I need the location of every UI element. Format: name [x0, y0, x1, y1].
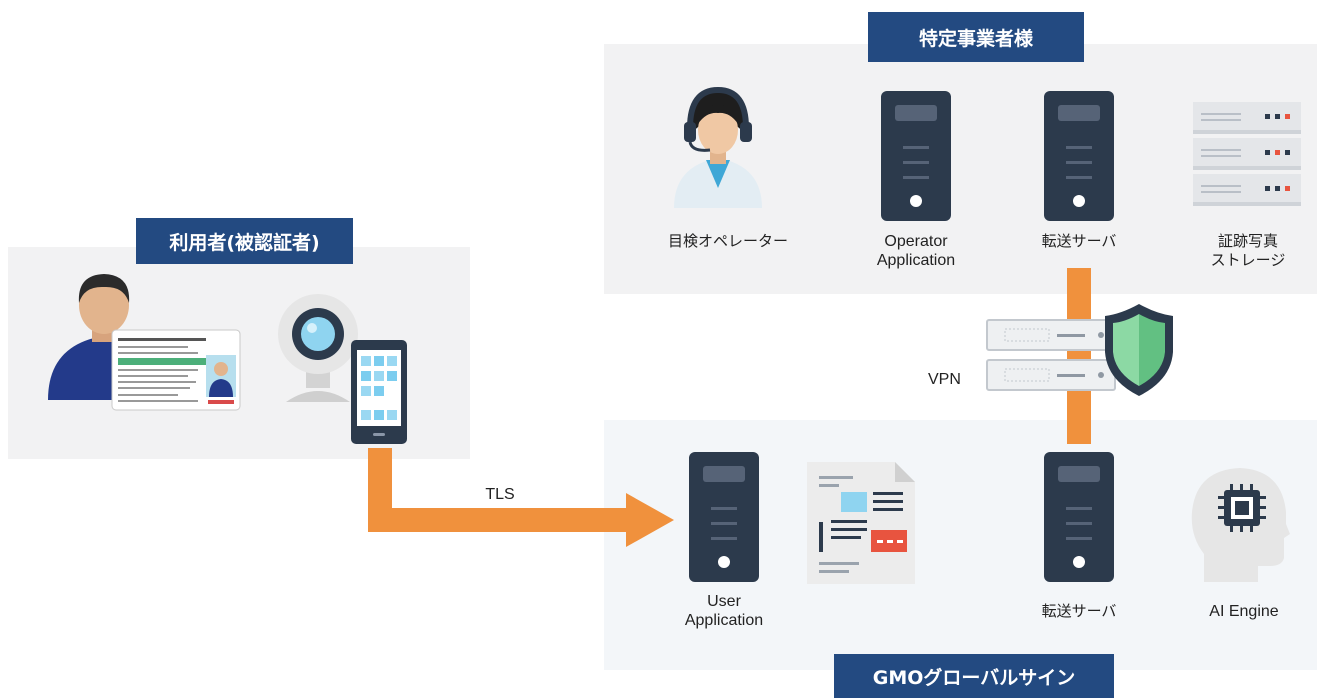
user-app-server-icon — [689, 452, 759, 582]
operator-app-label: Operator Application — [846, 232, 986, 270]
business-group-title: 特定事業者様 — [868, 12, 1084, 62]
storage-label-line1: 証跡写真 — [1217, 232, 1278, 250]
operator-app-label-line2: Application — [876, 252, 956, 269]
relay-server-top-icon — [1044, 91, 1114, 221]
tls-connector-horizontal — [368, 508, 630, 532]
relay-top-label: 転送サーバ — [1041, 232, 1117, 250]
tls-arrow-head — [626, 493, 674, 547]
tls-label: TLS — [485, 486, 515, 503]
user-person-icon — [48, 274, 241, 411]
user-group-title: 利用者(被認証者) — [136, 218, 353, 264]
vpn-connector — [1067, 268, 1091, 444]
vpn-appliance-icon — [986, 319, 1116, 391]
id-card-icon — [111, 329, 241, 411]
smartphone-icon — [351, 340, 407, 444]
user-app-label: User Application — [654, 592, 794, 630]
storage-label-line2: ストレージ — [1210, 251, 1286, 269]
vpn-label: VPN — [928, 371, 961, 388]
user-app-label-line1: User — [707, 593, 741, 610]
gmo-group-title: GMOグローバルサイン — [834, 654, 1114, 698]
operator-label: 目検オペレーター — [667, 232, 788, 250]
operator-icon — [674, 86, 762, 208]
user-app-label-line2: Application — [684, 612, 764, 629]
operator-app-server-icon — [881, 91, 951, 221]
storage-rack-icon — [1193, 102, 1301, 206]
document-icon — [807, 462, 915, 584]
storage-label: 証跡写真 ストレージ — [1190, 232, 1306, 270]
ai-engine-label: AI Engine — [1209, 603, 1279, 620]
ai-engine-head-icon — [1191, 468, 1290, 582]
operator-app-label-line1: Operator — [884, 233, 948, 250]
webcam-icon — [278, 294, 358, 402]
vpn-gateway-icon — [986, 304, 1173, 396]
relay-server-bottom-icon — [1044, 452, 1114, 582]
relay-bottom-label: 転送サーバ — [1041, 602, 1117, 620]
